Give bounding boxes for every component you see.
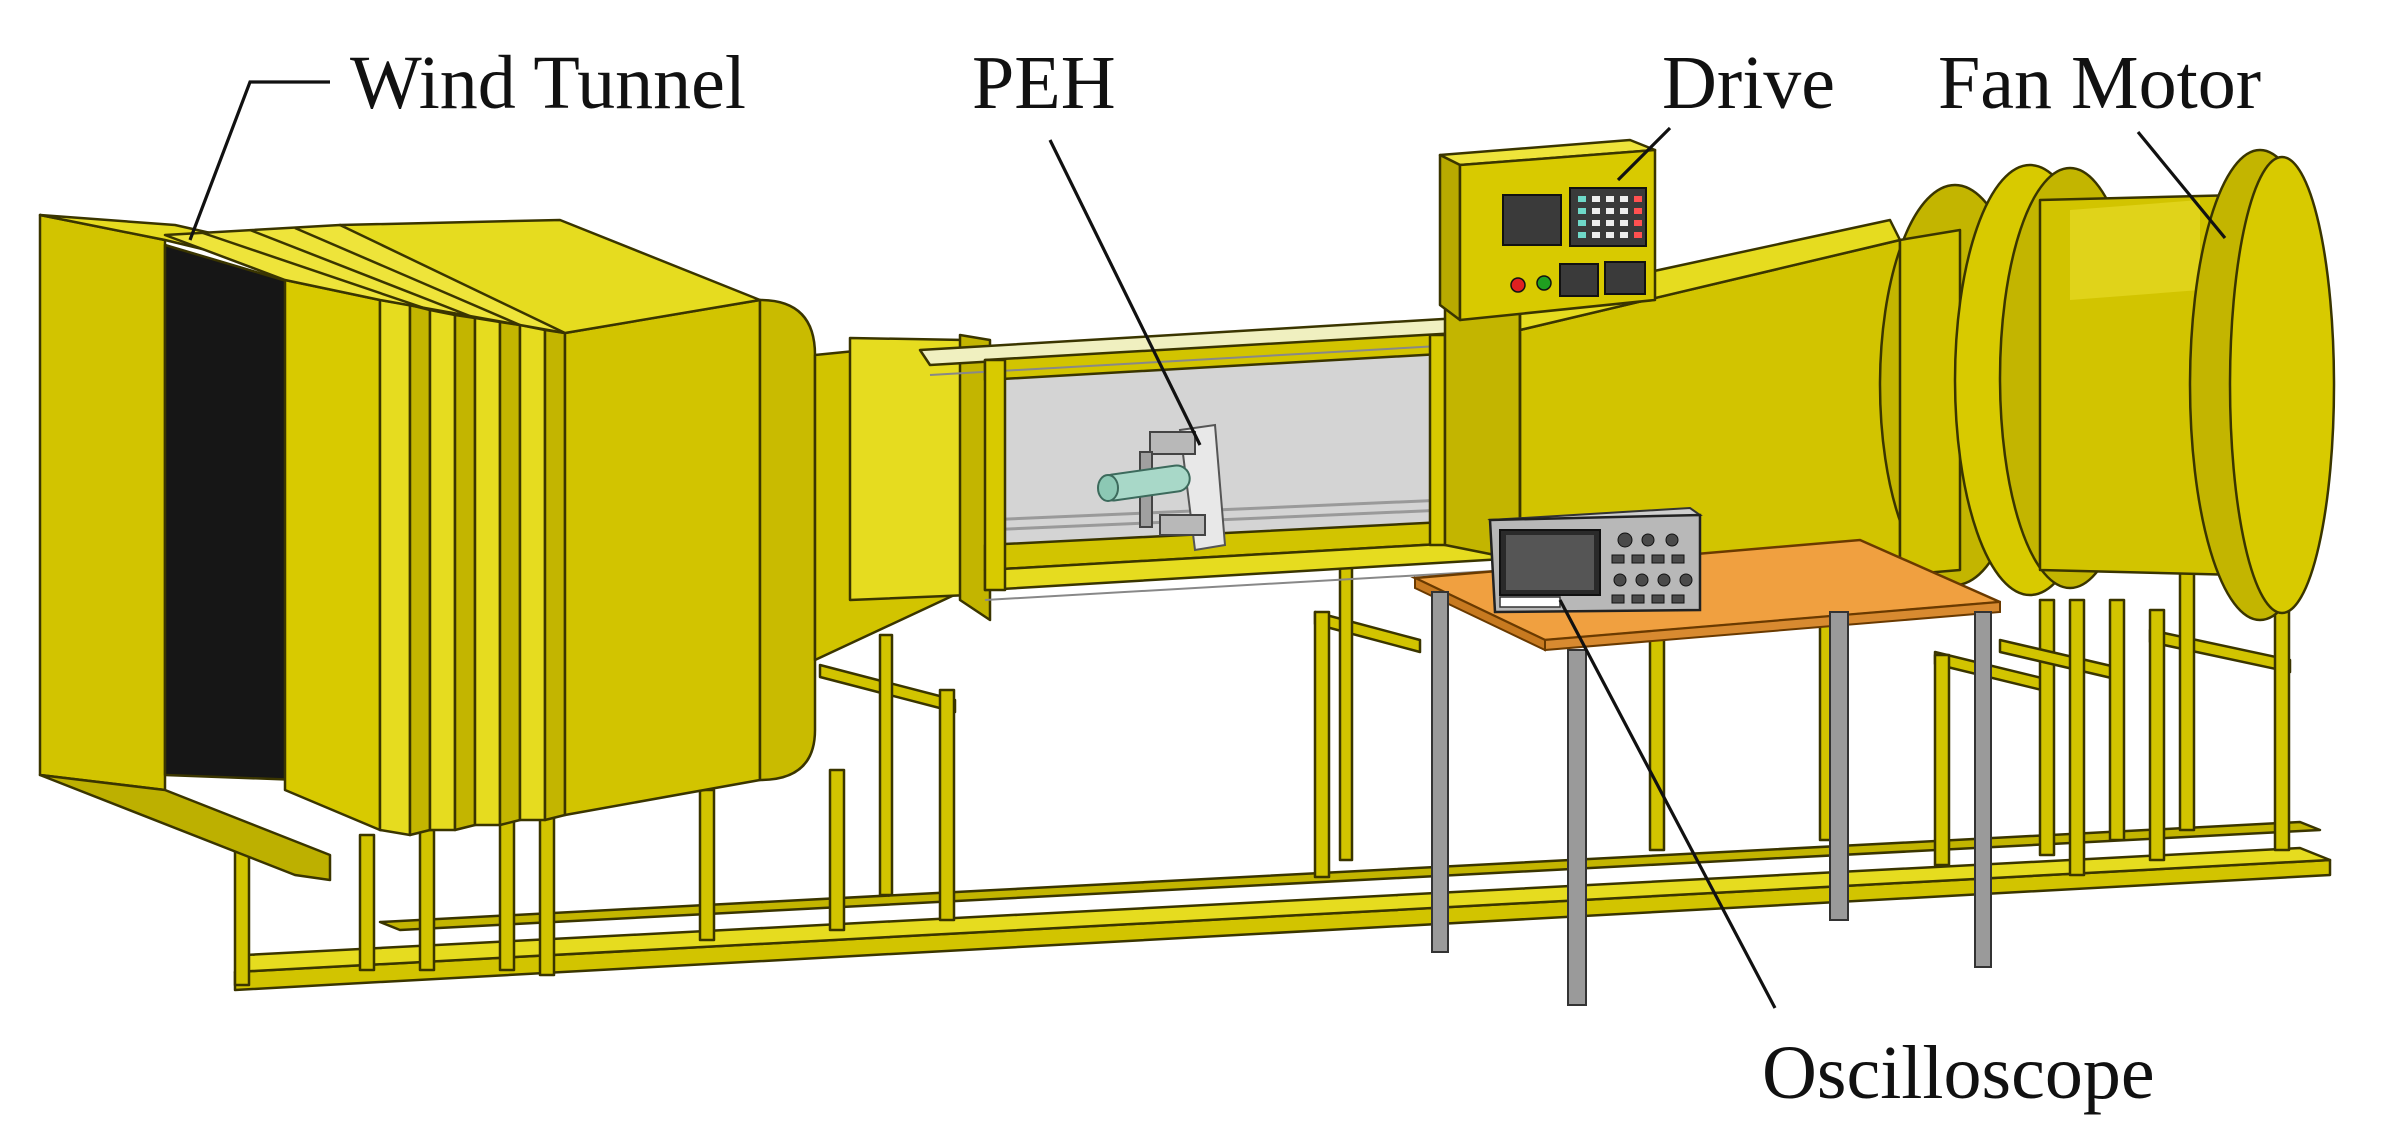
inlet-bottom-wall (38, 773, 332, 882)
leader-lines (188, 80, 2227, 1009)
drive-indicator-red (1510, 277, 1526, 293)
leg (938, 688, 956, 922)
leg (2178, 568, 2196, 832)
leader-wind-tunnel (188, 80, 330, 241)
leg (828, 768, 846, 932)
leg (233, 843, 251, 987)
leader-fan-motor (2136, 130, 2227, 240)
peh-device (1097, 423, 1227, 552)
label-drive: Drive (1662, 41, 1835, 125)
drive-cabinet (1438, 138, 1657, 322)
leg (358, 833, 376, 972)
screen-flange (473, 316, 502, 827)
inlet-right-frame (283, 278, 382, 832)
leg (2273, 588, 2291, 852)
table-leg (1567, 649, 1587, 1006)
label-oscilloscope: Oscilloscope (1762, 1031, 2155, 1115)
honeycomb-screen (163, 243, 302, 782)
settling-box-front (563, 298, 762, 817)
leg (1338, 558, 1354, 862)
test-section (918, 288, 1522, 601)
instrument-table (1410, 538, 2001, 1006)
leg (418, 828, 436, 972)
label-wind-tunnel: Wind Tunnel (350, 41, 746, 125)
fan-cylinder-highlight (2070, 200, 2200, 300)
drive-switch-panel (1559, 263, 1599, 297)
leg (1933, 653, 1951, 867)
fan-cylinder (1898, 228, 1962, 577)
test-post (983, 358, 1007, 592)
oscilloscope-controls (1611, 532, 1693, 604)
contraction-flange (848, 336, 972, 602)
screen-flange (543, 328, 567, 822)
screen-flange (453, 313, 477, 832)
drive-display (1502, 194, 1562, 246)
oscilloscope-bottom-strip (1499, 596, 1561, 608)
drive-indicator-green (1536, 275, 1552, 291)
contraction-flange-outer (958, 333, 992, 622)
peh-bluff-body-end (1097, 474, 1119, 502)
fan-motor-section (1878, 148, 2336, 622)
leader-oscilloscope (1558, 599, 1777, 1009)
inlet-left-wall (38, 213, 167, 792)
leg (498, 818, 516, 972)
screen-flange (408, 303, 432, 837)
drive-box-side (1438, 153, 1462, 322)
inlet-settling-chamber (38, 213, 817, 882)
leader-peh (1048, 139, 1202, 446)
label-peh: PEH (972, 41, 1116, 125)
screen-flange (428, 308, 457, 832)
leader-drive (1616, 126, 1672, 182)
leg (878, 633, 894, 897)
settling-box-rounded-end (758, 298, 817, 782)
screen-flange (498, 320, 522, 827)
leg (698, 788, 716, 942)
leg (2038, 598, 2056, 857)
leg (1313, 610, 1331, 879)
test-post (1428, 333, 1447, 547)
table-leg (1431, 591, 1449, 953)
peh-clamp (1149, 431, 1196, 455)
peh-clamp (1159, 514, 1206, 536)
fan-outlet-face (2228, 155, 2336, 615)
table-leg (1974, 611, 1992, 968)
screen-flange (518, 323, 547, 822)
label-fan-motor: Fan Motor (1938, 41, 2261, 125)
contraction-section (813, 333, 992, 662)
drive-keypad-buttons (1578, 196, 1642, 238)
drive-switch-panel (1604, 261, 1646, 295)
table-leg (1829, 611, 1849, 921)
leg (2068, 598, 2086, 877)
oscilloscope-screen-inner (1506, 535, 1594, 590)
oscilloscope (1487, 506, 1703, 614)
screen-flange (378, 298, 412, 837)
leg-brace (1313, 610, 1422, 654)
leg (2148, 608, 2166, 862)
leg (538, 813, 556, 977)
leg-brace (2148, 628, 2292, 674)
leg (2108, 598, 2126, 842)
